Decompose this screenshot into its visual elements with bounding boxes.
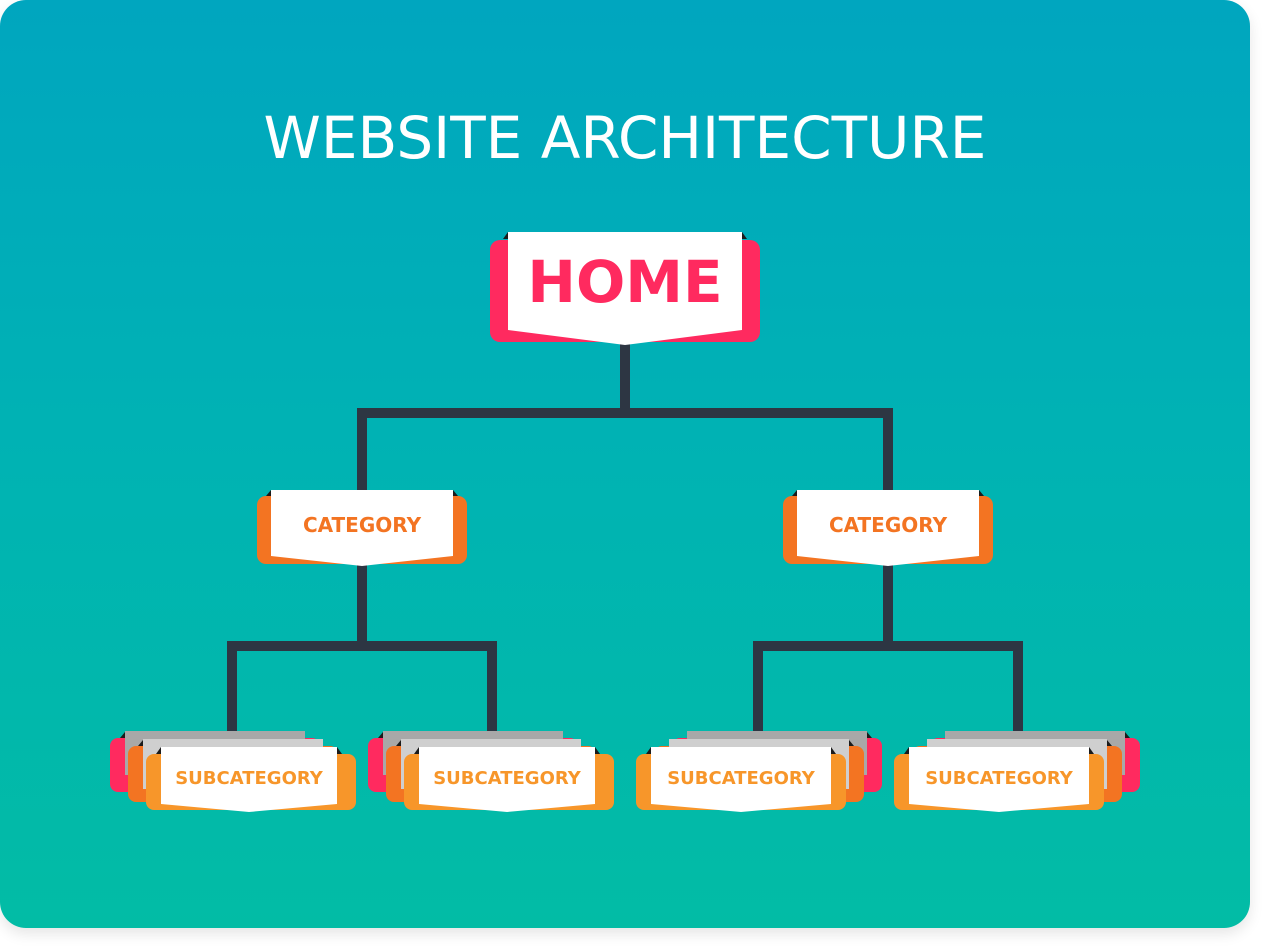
home-label: HOME [527,248,723,316]
subcategory-stack-1 [110,731,356,812]
category-node-right [783,490,993,566]
subcategory-stack-3 [636,731,882,812]
category-label-right: CATEGORY [828,513,948,537]
subcategory-label-2: SUBCATEGORY [433,768,581,789]
subcategory-stack-4 [894,731,1140,812]
category-label-left: CATEGORY [302,513,422,537]
subcategory-stack-2 [368,731,614,812]
connector-home-to-categories [357,340,893,495]
connector-right-category-to-subs [753,562,1023,735]
subcategory-label-1: SUBCATEGORY [175,768,323,789]
connector-lines [227,340,1023,735]
diagram-canvas: WEBSITE ARCHITECTURE [0,0,1250,928]
diagram-title: WEBSITE ARCHITECTURE [263,104,987,172]
tree-diagram [110,232,1140,812]
subcategory-label-4: SUBCATEGORY [925,768,1073,789]
category-node-left [257,490,467,566]
connector-left-category-to-subs [227,562,497,735]
subcategory-label-3: SUBCATEGORY [667,768,815,789]
home-node [490,232,760,345]
